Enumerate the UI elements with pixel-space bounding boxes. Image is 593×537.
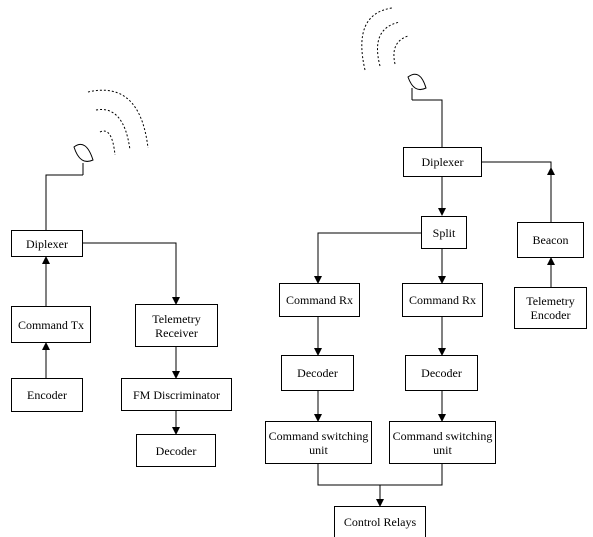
line-switching-units-join <box>317 464 443 486</box>
control-relays-label: Control Relays <box>343 515 417 529</box>
control-relays-box: Control Relays <box>334 506 426 537</box>
split-label: Split <box>432 225 456 240</box>
switching-2-label-line2: unit <box>433 442 452 457</box>
beacon-label: Beacon <box>532 233 569 247</box>
satellite-antenna-icon <box>361 7 427 100</box>
arrow-split-to-command-rx-1 <box>314 232 421 284</box>
switching-1-label-line1: Command switching <box>268 428 369 443</box>
line-antenna-to-diplexer-left <box>45 174 83 230</box>
ground-diplexer-label: Diplexer <box>26 236 68 251</box>
command-tx-box: Command Tx <box>11 306 91 343</box>
ground-decoder-box: Decoder <box>136 434 216 467</box>
satellite-decoder-1-label: Decoder <box>297 366 338 380</box>
fm-discriminator-label: FM Discriminator <box>133 387 220 402</box>
command-rx-1-box: Command Rx <box>279 283 360 317</box>
command-rx-2-label: Command Rx <box>408 293 476 307</box>
command-tx-label: Command Tx <box>17 317 85 332</box>
encoder-box: Encoder <box>11 378 83 412</box>
arrow-diplexer-to-telemetry-receiver <box>83 242 180 305</box>
line-diplexer-to-beacon <box>482 161 552 168</box>
satellite-diplexer-label: Diplexer <box>421 155 464 169</box>
switching-1-label-line2: unit <box>309 442 328 457</box>
satellite-decoder-1-box: Decoder <box>281 355 354 391</box>
command-switching-unit-1-box: Command switching unit <box>265 421 372 464</box>
fm-discriminator-box: FM Discriminator <box>121 378 232 411</box>
telemetry-encoder-label-line1: Telemetry <box>526 294 575 308</box>
telemetry-receiver-label-line1: Telemetry <box>152 311 201 326</box>
ground-antenna-icon <box>73 89 149 175</box>
telemetry-receiver-label-line2: Receiver <box>155 325 198 340</box>
telemetry-encoder-label-line2: Encoder <box>530 308 571 322</box>
encoder-label: Encoder <box>27 388 67 402</box>
ground-decoder-label: Decoder <box>155 443 197 458</box>
satellite-decoder-2-box: Decoder <box>405 355 478 391</box>
command-rx-2-box: Command Rx <box>402 283 483 317</box>
split-box: Split <box>421 216 467 249</box>
telemetry-encoder-box: Telemetry Encoder <box>514 287 587 329</box>
satellite-diplexer-box: Diplexer <box>403 147 482 177</box>
switching-2-label-line1: Command switching <box>392 428 493 443</box>
ground-diplexer-box: Diplexer <box>11 230 83 257</box>
line-antenna-to-diplexer-right <box>412 99 443 147</box>
command-rx-1-label: Command Rx <box>285 293 353 307</box>
satellite-decoder-2-label: Decoder <box>421 366 462 380</box>
beacon-box: Beacon <box>517 222 584 258</box>
command-switching-unit-2-box: Command switching unit <box>389 421 496 464</box>
telemetry-receiver-box: Telemetry Receiver <box>135 304 218 347</box>
